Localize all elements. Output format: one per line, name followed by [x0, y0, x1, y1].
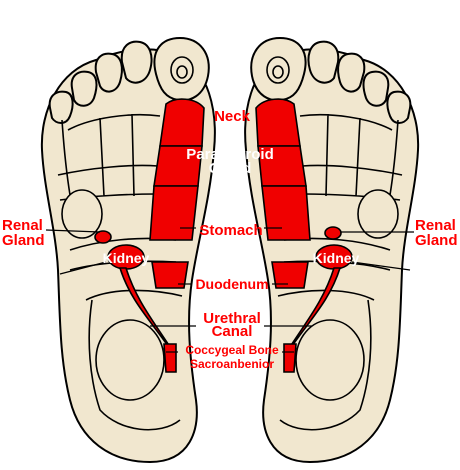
leader-kidney-left — [59, 261, 107, 275]
left-toe-3 — [94, 52, 123, 93]
right-foot — [244, 36, 420, 464]
label-duodenum: Duodenum — [195, 276, 268, 292]
right-big-toe-inner — [272, 65, 284, 79]
left-toe-2 — [120, 40, 153, 84]
label-coccygeal: Coccygeal Bone — [185, 343, 279, 357]
label-neck: Neck — [214, 108, 251, 125]
left-renal-gland-zone — [94, 230, 112, 244]
label-renal-right-line2: Gland — [415, 232, 458, 249]
label-parathyroid-line2: Gland — [209, 160, 252, 177]
left-big-toe-inner — [176, 65, 188, 79]
right-toe-5 — [386, 90, 412, 124]
label-stomach: Stomach — [199, 222, 262, 239]
leader-kidney-right — [351, 261, 411, 271]
left-neck-zone — [159, 98, 205, 147]
label-renal-right-line1: Renal — [415, 217, 456, 234]
right-toe-4 — [362, 70, 390, 107]
left-stomach-zone — [149, 185, 199, 241]
right-renal-gland-zone — [324, 226, 342, 240]
leader-lines — [45, 227, 414, 353]
labels: Neck Paralthyroid Gland Stomach Renal Gl… — [2, 108, 458, 371]
right-neck-zone — [255, 98, 301, 147]
right-coccygeal-zone — [283, 343, 297, 373]
left-toe-4 — [70, 70, 98, 107]
right-toe-2 — [307, 40, 340, 84]
left-toe-5 — [48, 90, 74, 124]
label-renal-left-line2: Gland — [2, 232, 45, 249]
left-zone-lines — [57, 113, 161, 201]
label-kidney-left: Kidney — [103, 250, 150, 266]
left-coccygeal-zone — [163, 343, 177, 373]
left-heel-pad — [95, 319, 165, 401]
left-outer-pad — [61, 189, 103, 239]
right-toe-3 — [337, 52, 366, 93]
right-stomach-zone — [261, 185, 311, 241]
label-sacroanbenior: Sacroanbenior — [190, 357, 274, 371]
leader-renal-left — [45, 229, 101, 233]
label-urethral-line2: Canal — [212, 323, 253, 340]
left-duodenum-zone — [151, 261, 189, 289]
label-renal-left-line1: Renal — [2, 217, 43, 234]
right-duodenum-zone — [271, 261, 309, 289]
label-urethral-line1: Urethral — [203, 310, 261, 327]
left-foot — [40, 36, 216, 464]
label-parathyroid-line1: Paralthyroid — [186, 146, 274, 163]
right-zone-lines — [299, 113, 403, 201]
label-kidney-right: Kidney — [313, 250, 360, 266]
right-outer-pad — [357, 189, 399, 239]
right-heel-pad — [295, 319, 365, 401]
